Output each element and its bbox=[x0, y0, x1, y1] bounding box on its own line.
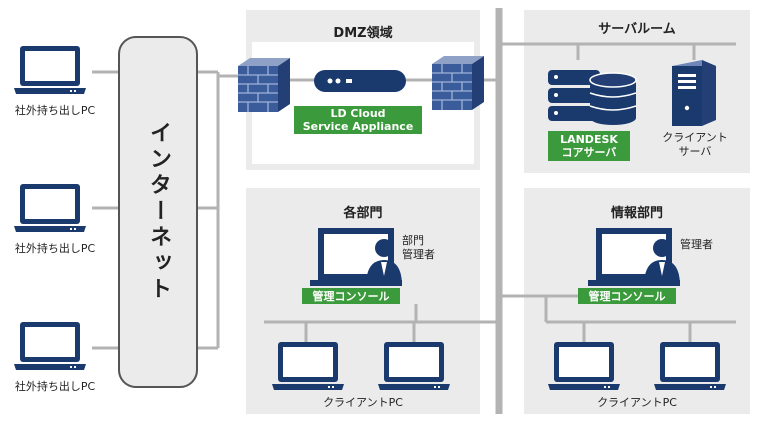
appliance-label: LD Cloud Service Appliance bbox=[294, 106, 422, 134]
dept-title: 各部門 bbox=[343, 206, 383, 221]
dept-admin-label: 部門 管理者 bbox=[402, 234, 435, 261]
it-admin-person-icon bbox=[644, 239, 680, 286]
it-dept-title: 情報部門 bbox=[610, 206, 663, 221]
external-laptop-icon-3 bbox=[14, 322, 86, 370]
external-pc-label-3: 社外持ち出しPC bbox=[14, 380, 96, 393]
dept-client-laptop-icon-2 bbox=[378, 342, 450, 390]
external-pc-label-1: 社外持ち出しPC bbox=[14, 104, 96, 117]
internet-block: インターネット bbox=[118, 36, 198, 388]
dept-client-laptop-icon-1 bbox=[272, 342, 344, 390]
it-admin-label: 管理者 bbox=[680, 238, 713, 251]
external-pc-label-2: 社外持ち出しPC bbox=[14, 242, 96, 255]
dept-client-pc-label: クライアントPC bbox=[323, 396, 403, 409]
landesk-label: LANDESK コアサーバ bbox=[548, 131, 630, 161]
it-client-laptop-icon-2 bbox=[654, 342, 726, 390]
external-laptop-icon-1 bbox=[14, 46, 86, 94]
external-laptop-icon-2 bbox=[14, 184, 86, 232]
it-client-laptop-icon-1 bbox=[548, 342, 620, 390]
it-client-pc-label: クライアントPC bbox=[597, 396, 677, 409]
database-icon bbox=[589, 72, 637, 125]
dept-console-label: 管理コンソール bbox=[302, 288, 400, 304]
appliance-icon bbox=[314, 70, 406, 92]
rack-server-icon bbox=[548, 70, 600, 121]
client-server-label: クライアント サーバ bbox=[662, 131, 728, 158]
server-room-title: サーバルーム bbox=[598, 22, 676, 37]
dmz-title: DMZ領域 bbox=[333, 26, 393, 41]
tower-server-icon bbox=[672, 60, 716, 126]
it-console-label: 管理コンソール bbox=[578, 288, 676, 304]
dept-admin-person-icon bbox=[366, 239, 402, 286]
firewall-icon-left bbox=[237, 57, 291, 113]
firewall-icon-right bbox=[431, 55, 485, 111]
internet-label: インターネット bbox=[146, 121, 171, 303]
